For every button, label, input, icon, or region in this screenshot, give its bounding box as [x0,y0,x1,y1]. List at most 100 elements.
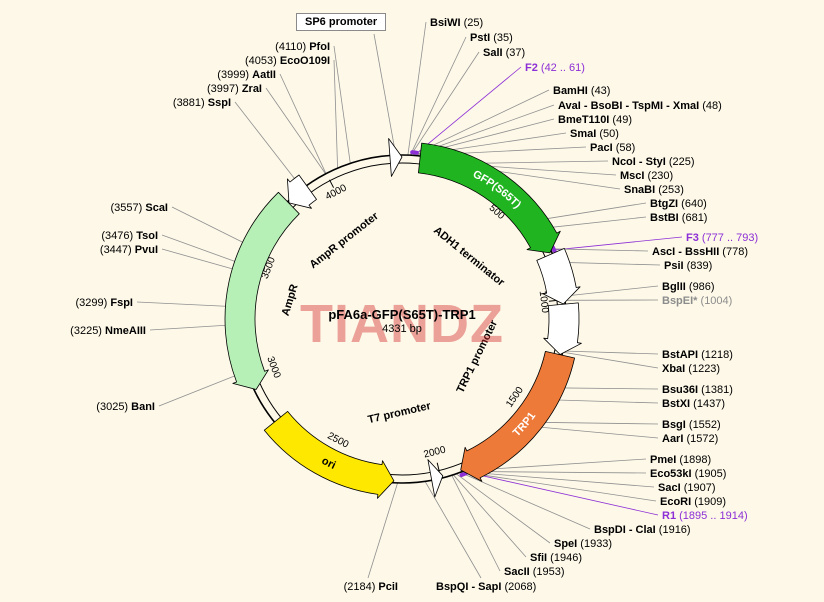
site-label-paci[interactable]: PacI (58) [590,142,635,154]
site-label-sali[interactable]: SalI (37) [483,47,525,59]
tick-mark [436,462,440,472]
site-label-snabi[interactable]: SnaBI (253) [624,184,684,196]
feature-arc-label-ori: ori [319,455,337,472]
leader-line-zrai [265,87,326,175]
leader-line-pvui [161,248,245,273]
site-label-ecoo109i[interactable]: (4053) EcoO109I [245,55,330,67]
leader-line-eco53ki [462,471,647,474]
leader-line-bglii [564,285,659,297]
site-label-smai[interactable]: SmaI (50) [570,128,619,140]
leader-line-sp6-promoter [373,33,397,156]
leader-line-ecoo109i [333,59,338,169]
site-label-bsu36i[interactable]: Bsu36I (1381) [662,384,733,396]
leader-line-bspdi-clai [459,472,591,530]
plasmid-center-label: pFA6a-GFP(S65T)-TRP1 4331 bp [328,307,475,336]
plasmid-size: 4331 bp [382,323,422,335]
plasmid-title: pFA6a-GFP(S65T)-TRP1 [328,307,476,322]
site-label-bspei[interactable]: BspEI* (1004) [662,295,732,307]
primer-region-f3[interactable] [550,245,557,253]
site-label-r1[interactable]: R1 (1895 .. 1914) [662,510,748,522]
site-label-bsgi[interactable]: BsgI (1552) [662,419,721,431]
leader-line-f3 [550,236,683,251]
leader-line-scai [171,206,255,249]
feature-ampr-promoter[interactable] [287,174,317,209]
site-label-pfoi[interactable]: (4110) PfoI [275,41,330,53]
site-label-scai[interactable]: (3557) ScaI [111,202,169,214]
leader-line-aatii [279,73,327,174]
feature-adh1-terminator[interactable] [536,248,581,305]
tick-label: 1000 [537,290,551,314]
feature-inside-label-t7-promoter: T7 promoter [367,400,433,426]
feature-ampr[interactable] [224,191,300,390]
site-label-zrai[interactable]: (3997) ZraI [207,83,262,95]
site-label-psti[interactable]: PstI (35) [470,32,513,44]
feature-t7-promoter[interactable] [427,459,444,498]
site-label-pvui[interactable]: (3447) PvuI [100,244,158,256]
site-label-bmet110i[interactable]: BmeT110I (49) [558,114,632,126]
primer-region-r1[interactable] [459,471,468,477]
leader-line-saci [462,471,655,488]
site-label-bspdi-clai[interactable]: BspDI - ClaI (1916) [594,524,691,536]
site-label-f3[interactable]: F3 (777 .. 793) [686,232,758,244]
site-label-bstxi[interactable]: BstXI (1437) [662,398,725,410]
leader-line-sacii [451,475,501,572]
leader-line-bsgi [529,421,659,425]
site-label-aari[interactable]: AarI (1572) [662,433,718,445]
site-label-asci-bsshii[interactable]: AscI - BssHII (778) [652,246,748,258]
leader-line-bsiwi [407,21,427,156]
site-label-bglii[interactable]: BglII (986) [662,281,715,293]
site-label-f2[interactable]: F2 (42 .. 61) [525,62,585,74]
site-label-bstbi[interactable]: BstBI (681) [650,212,707,224]
leader-line-tsoi [161,234,248,267]
tick-label: 4000 [324,182,349,202]
site-label-sspi[interactable]: (3881) SspI [173,97,231,109]
leader-line-sali [410,51,480,156]
feature-trp1-promoter[interactable] [543,302,582,355]
site-label-fspi[interactable]: (3299) FspI [76,297,133,309]
site-label-bstapi[interactable]: BstAPI (1218) [662,349,733,361]
site-label-bani[interactable]: (3025) BanI [96,401,155,413]
leader-line-bsu36i [550,387,659,390]
site-label-bspqi-sapi[interactable]: BspQI - SapI (2068) [436,581,536,593]
leader-line-xbai [562,351,659,369]
site-label-pmei[interactable]: PmeI (1898) [650,454,711,466]
feature-gfp-s65t[interactable] [418,142,561,254]
feature-label-sp6-promoter[interactable]: SP6 promoter [296,13,387,31]
site-label-sacii[interactable]: SacII (1953) [504,566,565,578]
leader-line-bstxi [544,399,659,404]
site-label-avai-bsobi-tspmi-xmai[interactable]: AvaI - BsoBI - TspMI - XmaI (48) [558,100,722,112]
site-label-xbai[interactable]: XbaI (1223) [662,363,720,375]
site-label-sfii[interactable]: SfiI (1946) [530,552,582,564]
leader-line-fspi [136,301,239,308]
leader-line-bspqi-sapi [424,481,482,579]
site-label-pcii[interactable]: (2184) PciI [344,581,398,593]
site-label-tsoi[interactable]: (3476) TsoI [101,230,158,242]
site-label-spei[interactable]: SpeI (1933) [554,538,612,550]
leader-line-nmeaiii [149,324,239,331]
site-label-nmeaiii[interactable]: (3225) NmeAIII [70,325,146,337]
site-label-btgzi[interactable]: BtgZI (640) [650,198,707,210]
leader-lines [136,21,683,579]
site-label-psii[interactable]: PsiI (839) [664,260,712,272]
feature-inside-label-ampr: AmpR [280,283,301,318]
feature-ori[interactable] [263,411,395,499]
leader-line-asci-bsshii [550,248,649,252]
site-label-ecori[interactable]: EcoRI (1909) [660,496,726,508]
leader-line-ecori [461,471,657,502]
site-label-ncoi-styi[interactable]: NcoI - StyI (225) [612,156,695,168]
feature-sp6-promoter[interactable] [388,138,403,177]
leader-line-sspi [234,101,303,189]
site-label-eco53ki[interactable]: Eco53kI (1905) [650,468,726,480]
leader-line-bstapi [562,350,659,355]
site-label-msci[interactable]: MscI (230) [620,170,673,182]
leader-line-pcii [367,482,398,579]
leader-line-sfii [453,474,527,558]
site-label-bsiwi[interactable]: BsiWI (25) [430,17,483,29]
leader-line-spei [456,473,551,544]
feature-trp1[interactable] [460,351,575,482]
map-labels: BsiWI (25) PstI (35) SalI (37)F2 (42 .. 61… [70,17,758,593]
site-label-saci[interactable]: SacI (1907) [658,482,716,494]
site-label-bamhi[interactable]: BamHI (43) [553,85,610,97]
site-label-aatii[interactable]: (3999) AatII [217,69,276,81]
